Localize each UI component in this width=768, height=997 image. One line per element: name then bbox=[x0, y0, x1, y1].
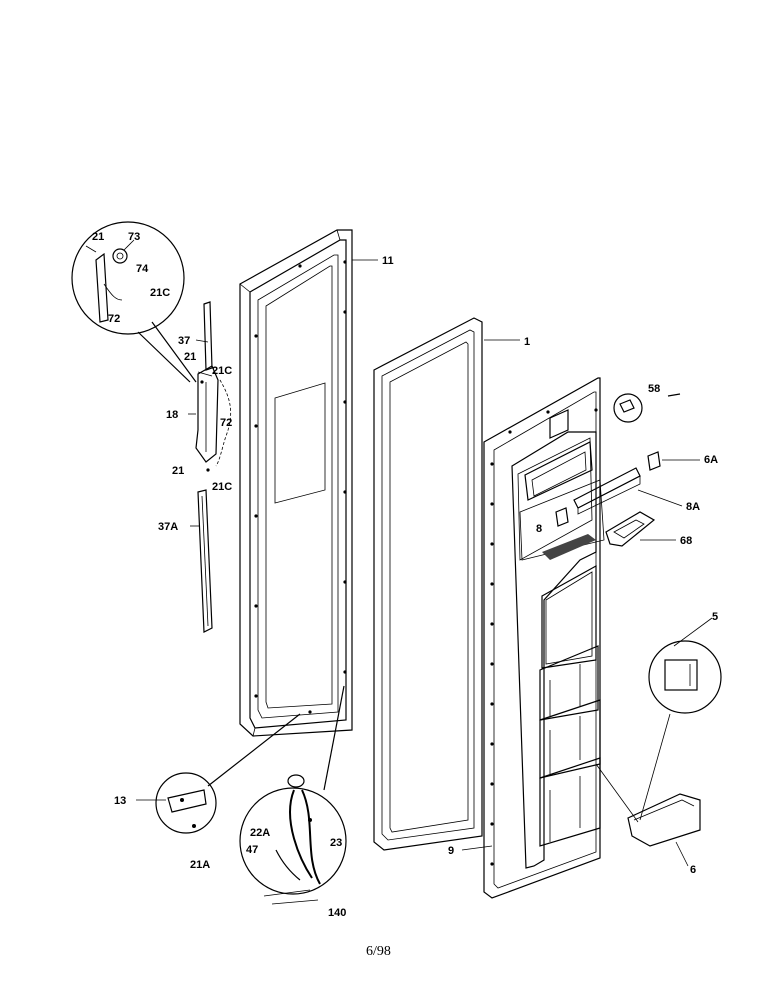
label-part-68: 68 bbox=[680, 535, 692, 547]
label-detail-74: 74 bbox=[136, 263, 149, 275]
trim-part-37A bbox=[197, 489, 213, 633]
label-part-21C-upper: 21C bbox=[212, 365, 232, 377]
label-part-72: 72 bbox=[220, 417, 232, 429]
label-detail-73: 73 bbox=[128, 231, 140, 243]
label-part-11: 11 bbox=[382, 255, 394, 267]
detail-circle-part-5 bbox=[648, 617, 722, 714]
label-detail-21C: 21C bbox=[150, 287, 170, 299]
label-part-37A: 37A bbox=[158, 521, 178, 533]
label-part-8A: 8A bbox=[686, 501, 700, 513]
label-part-6A: 6A bbox=[704, 454, 718, 466]
label-part-21-lower: 21 bbox=[172, 465, 184, 477]
label-part-37: 37 bbox=[178, 335, 190, 347]
cap-part-6A bbox=[647, 451, 700, 471]
drip-tray-part-6 bbox=[595, 713, 701, 867]
label-part-9: 9 bbox=[448, 845, 454, 857]
label-part-23: 23 bbox=[330, 837, 342, 849]
label-part-8: 8 bbox=[536, 523, 542, 535]
label-part-58: 58 bbox=[648, 383, 660, 395]
label-part-18: 18 bbox=[166, 409, 178, 421]
label-part-21C-lower: 21C bbox=[212, 481, 232, 493]
label-part-21-upper: 21 bbox=[184, 351, 196, 363]
bar-part-8A bbox=[573, 467, 683, 515]
clip-part-8 bbox=[555, 507, 569, 527]
leader-lines bbox=[188, 259, 520, 851]
label-detail-21: 21 bbox=[92, 231, 104, 243]
label-part-21A: 21A bbox=[190, 859, 210, 871]
hinge-detail-circle bbox=[71, 221, 197, 383]
label-part-140: 140 bbox=[328, 907, 346, 919]
screw-part-58 bbox=[613, 393, 681, 423]
door-liner-part-9 bbox=[483, 377, 605, 899]
label-part-6: 6 bbox=[690, 864, 696, 876]
lever-part-68 bbox=[605, 511, 676, 547]
label-part-5: 5 bbox=[712, 611, 718, 623]
label-part-1: 1 bbox=[524, 336, 530, 348]
label-part-47: 47 bbox=[246, 844, 258, 856]
hinge-part-18 bbox=[195, 365, 232, 472]
page-footer-date: 6/98 bbox=[366, 944, 391, 959]
hinge-detail-part-13 bbox=[136, 713, 301, 834]
wiring-detail-circle bbox=[239, 685, 347, 905]
label-part-13: 13 bbox=[114, 795, 126, 807]
door-gasket-part-1 bbox=[373, 317, 483, 851]
label-part-22A: 22A bbox=[250, 827, 270, 839]
trim-part-37 bbox=[203, 301, 213, 371]
door-frame-part-11 bbox=[239, 229, 353, 737]
label-detail-72: 72 bbox=[108, 313, 120, 325]
